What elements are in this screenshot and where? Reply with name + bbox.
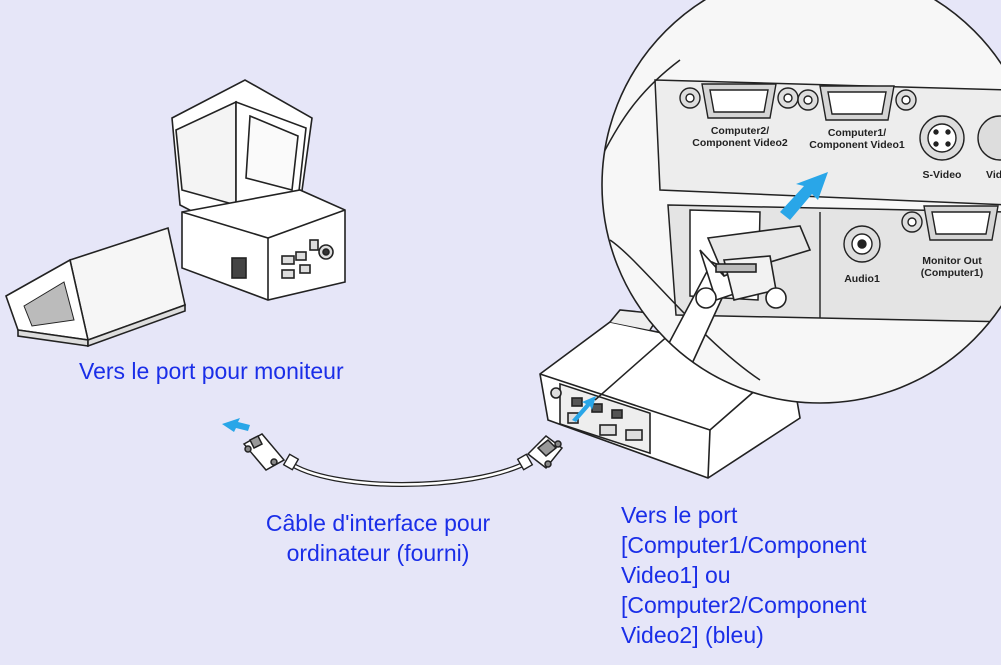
cable-connector-right-icon bbox=[526, 435, 564, 470]
cable-plug-zoom-icon bbox=[658, 225, 812, 369]
label-s-video: S-Video bbox=[923, 169, 962, 181]
laptop-icon bbox=[5, 226, 186, 348]
label-audio1: Audio1 bbox=[844, 273, 880, 285]
zoom-detail: Computer2/ Component Video2 Computer1/ C… bbox=[602, 0, 1001, 403]
label-computer2-line1: Computer2/ bbox=[711, 125, 769, 137]
monitor-out-port-icon bbox=[901, 205, 999, 241]
computer1-port-icon bbox=[797, 85, 917, 121]
label-monitor-out-line2: (Computer1) bbox=[921, 267, 983, 279]
label-computer1-line2: Component Video1 bbox=[809, 139, 905, 151]
cable-connector-left-icon bbox=[242, 433, 286, 471]
label-video-partial: Vid bbox=[986, 169, 1001, 181]
cable-caption: Câble d'interface pour ordinateur (fourn… bbox=[265, 510, 491, 566]
label-computer2-line2: Component Video2 bbox=[692, 137, 788, 149]
interface-cable bbox=[282, 453, 534, 487]
crt-monitor-icon bbox=[171, 79, 313, 233]
zoom-circle-outline bbox=[601, 0, 1001, 404]
arrow-to-monitor-icon bbox=[222, 418, 250, 432]
video-port-icon bbox=[977, 115, 1001, 161]
label-computer1-line1: Computer1/ bbox=[828, 127, 886, 139]
monitor-port-caption: Vers le port pour moniteur bbox=[79, 358, 344, 384]
projector-port-caption: Vers le port [Computer1/Component Video1… bbox=[621, 502, 867, 648]
arrow-to-projector-port-icon bbox=[572, 396, 596, 422]
computer2-port-icon bbox=[679, 83, 799, 119]
label-monitor-out-line1: Monitor Out bbox=[922, 255, 982, 267]
insert-arrow-icon bbox=[780, 172, 828, 220]
desktop-base-icon bbox=[181, 189, 346, 301]
s-video-port-icon bbox=[919, 115, 965, 161]
audio1-port-icon bbox=[843, 225, 881, 263]
